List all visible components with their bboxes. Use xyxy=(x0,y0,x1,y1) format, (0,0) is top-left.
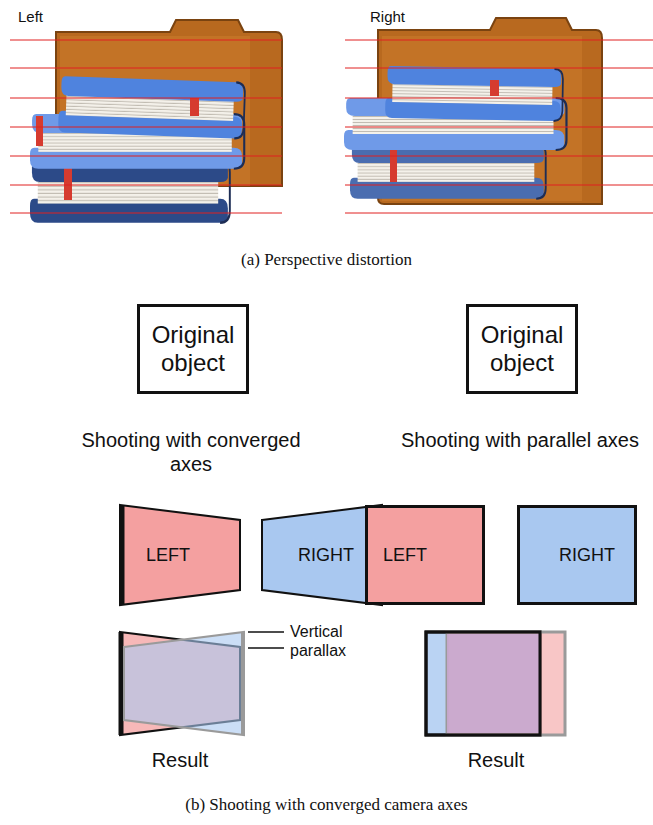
result-label: Result xyxy=(130,748,230,772)
alignment-lines xyxy=(10,213,282,214)
object-box: Original object xyxy=(137,304,249,394)
converged-result xyxy=(119,632,124,735)
books-left-image xyxy=(58,76,245,139)
shape-text: LEFT xyxy=(383,545,427,566)
left-view-shape-fill xyxy=(120,505,240,605)
left-view-shape: LEFT xyxy=(120,505,240,605)
parallel-result xyxy=(426,632,540,735)
books-right-image xyxy=(350,144,546,199)
parallel-result xyxy=(426,632,565,735)
subfigure-caption: (a) Perspective distortion xyxy=(0,250,653,270)
parallel-result xyxy=(426,632,540,735)
books-left-image xyxy=(30,20,282,223)
result-label: Result xyxy=(446,748,546,772)
object-box: Original object xyxy=(466,304,578,394)
converged-result xyxy=(124,632,244,735)
parallel-result xyxy=(447,632,565,735)
alignment-lines xyxy=(345,156,653,157)
annotation-label: Vertical parallax xyxy=(290,622,390,660)
alignment-lines xyxy=(10,98,282,99)
alignment-lines xyxy=(345,68,653,69)
method-label: Shooting with converged axes xyxy=(70,428,312,476)
books-right-image xyxy=(385,66,563,121)
converged-result xyxy=(120,632,244,735)
books-left-image xyxy=(36,116,43,146)
right-view-shape: RIGHT xyxy=(517,505,637,605)
left-view-shape: LEFT xyxy=(365,505,485,605)
alignment-lines xyxy=(10,185,282,186)
shape-text: RIGHT xyxy=(559,545,615,566)
converged-result xyxy=(241,632,245,735)
right-view-shape-fill xyxy=(262,505,382,605)
alignment-lines xyxy=(345,98,653,99)
alignment-lines xyxy=(345,213,653,214)
alignment-lines xyxy=(345,127,653,128)
books-left-image xyxy=(190,98,199,116)
shape-text: RIGHT xyxy=(298,545,354,566)
left-view-shape-fill xyxy=(367,507,484,604)
right-view-shape: RIGHT xyxy=(262,505,382,605)
alignment-lines xyxy=(10,68,282,69)
books-right-image xyxy=(490,80,499,96)
method-label: Shooting with parallel axes xyxy=(395,428,645,452)
books-right-image xyxy=(344,18,602,204)
subfigure-caption: (b) Shooting with converged camera axes xyxy=(0,795,653,815)
thick-edge xyxy=(120,505,125,605)
alignment-lines xyxy=(10,40,653,213)
books-right-image xyxy=(390,146,397,182)
alignment-lines xyxy=(10,127,282,128)
parallax-leaders xyxy=(248,631,284,633)
alignment-lines xyxy=(345,185,653,186)
right-view-shape-fill xyxy=(519,507,636,604)
parallax-leaders xyxy=(248,647,284,649)
view-label: Left xyxy=(18,8,98,26)
alignment-lines xyxy=(345,40,653,41)
shape-text: Original object xyxy=(469,321,575,376)
shape-text: LEFT xyxy=(146,545,190,566)
shape-text: Original object xyxy=(140,321,246,376)
parallax-leaders xyxy=(248,632,284,648)
alignment-lines xyxy=(10,40,282,41)
alignment-lines xyxy=(10,156,282,157)
parallel-result xyxy=(447,634,539,733)
view-label: Right xyxy=(370,8,450,26)
